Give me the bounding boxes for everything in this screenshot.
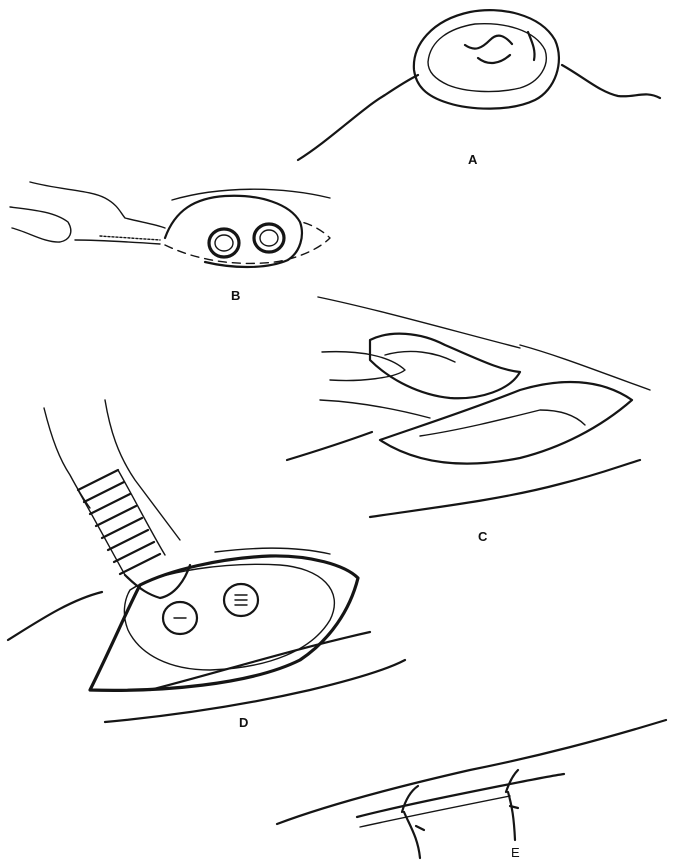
panel-e-illustration (277, 720, 666, 858)
panel-b-label: B (231, 289, 240, 302)
panel-c-flap (370, 334, 520, 399)
panel-c-illustration (287, 297, 650, 517)
panel-c-wound-bed (380, 382, 632, 464)
panel-d-tube-body-left (78, 490, 125, 575)
panel-b-instrument-lower (10, 207, 71, 242)
panel-d-left-contour (8, 592, 102, 640)
panel-d-bone-surface (124, 564, 334, 670)
panel-c-flap-fold (385, 351, 455, 362)
panel-d-implant-2-mark (235, 595, 247, 605)
panel-a-fissure-1 (465, 36, 512, 49)
panel-b-abutment-2 (254, 224, 284, 252)
panel-a-fissure-2 (478, 55, 510, 63)
panel-a-ridge (298, 75, 418, 160)
panel-d-lower-contour (150, 632, 370, 690)
panel-e-suture-1 (402, 786, 420, 858)
panel-c-instrument-shaft (320, 400, 430, 418)
panel-a-crown-outline (414, 10, 559, 109)
panel-b-abutment-1 (209, 229, 239, 257)
panel-d-tube-outer-left (44, 408, 90, 508)
panel-b-instrument-shaft (75, 240, 160, 244)
panel-b-abutment-1-inner (215, 235, 233, 251)
panel-c-instrument (322, 352, 405, 381)
panel-a-illustration (298, 10, 660, 160)
panel-b-illustration (10, 182, 330, 267)
panel-c-base-line (370, 460, 640, 517)
panel-c-top-contour (318, 297, 520, 348)
panel-a-label: A (468, 153, 477, 166)
panel-e-label: E (511, 846, 520, 859)
panel-b-instrument-upper (30, 182, 165, 228)
panel-e-suture-1-knot (416, 826, 424, 830)
panel-c-lower-contour (287, 432, 372, 460)
panel-d-tube-coil (78, 470, 160, 574)
panel-e-suture-2 (506, 770, 518, 840)
panel-c-label: C (478, 530, 487, 543)
panel-d-illustration (8, 400, 405, 722)
panel-d-label: D (239, 716, 248, 729)
panel-b-abutment-2-inner (260, 230, 278, 246)
panel-c-wound-inner (420, 410, 585, 436)
panel-e-incision (357, 774, 564, 817)
panel-d-top-contour (215, 548, 330, 554)
panel-b-ridge-top (172, 189, 330, 200)
panel-b-gauze-strip (100, 236, 160, 240)
panel-a-ridge-right (562, 65, 660, 98)
panel-b-flap-dashed (165, 222, 330, 263)
panel-e-upper-contour (277, 720, 666, 824)
